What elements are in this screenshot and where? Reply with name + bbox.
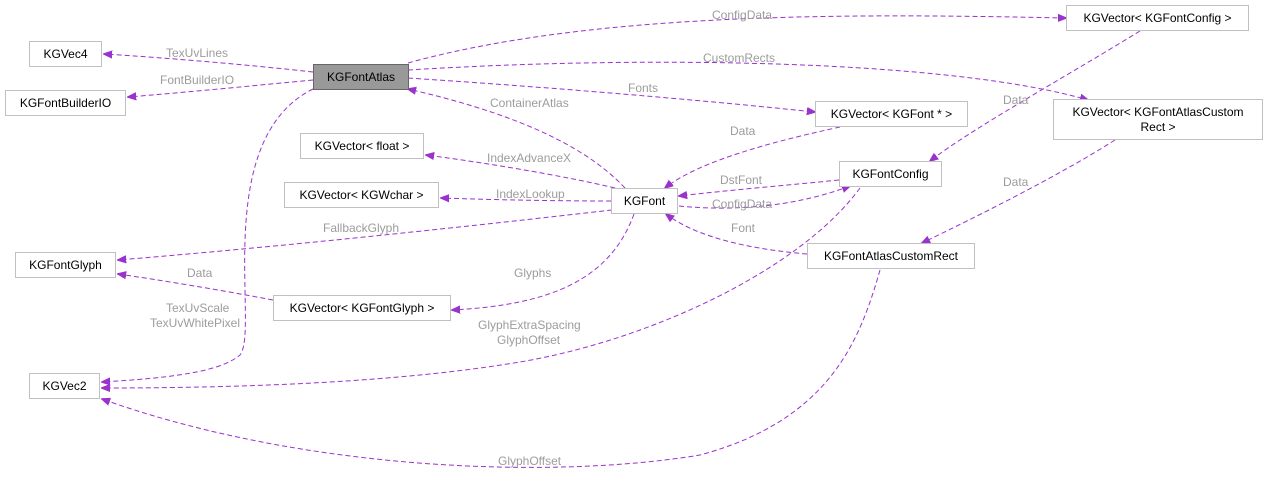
edge-label-dst-font: DstFont: [720, 173, 763, 187]
edge-label-data-rects-vector: Data: [1003, 175, 1029, 189]
edge-custom-rects: [407, 61, 1088, 100]
edge-tex-uv-lines: [104, 54, 314, 73]
edge-fallback-glyph: [118, 209, 613, 260]
edge-label-custom-rects: CustomRects: [703, 51, 775, 65]
node-kgfontatlas[interactable]: KGFontAtlas: [313, 64, 409, 90]
edge-label-glyph-offset-config: GlyphOffset: [497, 333, 561, 347]
edge-glyph-extra-spacing: [102, 187, 861, 388]
edge-data-glyph-vector: [118, 274, 274, 301]
node-kgvector-kgfontconfig[interactable]: KGVector< KGFontConfig >: [1066, 5, 1249, 31]
node-kgfontatlascustomrect[interactable]: KGFontAtlasCustomRect: [807, 243, 975, 269]
node-kgvector-kgfont-ptr[interactable]: KGVector< KGFont * >: [815, 101, 968, 127]
edge-label-glyphs: Glyphs: [514, 266, 551, 280]
edge-data-config-vector: [930, 30, 1141, 161]
node-kgvector-kgfontatlascustomrect[interactable]: KGVector< KGFontAtlasCustom Rect >: [1053, 99, 1263, 140]
edge-label-container-atlas: ContainerAtlas: [490, 96, 569, 110]
edge-config-data-top: [407, 16, 1066, 64]
edge-label-glyph-offset-rect: GlyphOffset: [498, 454, 562, 468]
edge-label-glyph-extra-spacing: GlyphExtraSpacing: [478, 318, 581, 332]
edge-label-data-glyph-vector: Data: [187, 266, 213, 280]
node-kgfontglyph[interactable]: KGFontGlyph: [15, 252, 116, 278]
edge-label-tex-uv-lines: TexUvLines: [166, 46, 228, 60]
edge-data-rects-vector: [922, 139, 1116, 243]
node-kgvector-kgfontglyph[interactable]: KGVector< KGFontGlyph >: [273, 295, 451, 321]
node-kgfont[interactable]: KGFont: [611, 188, 678, 214]
edge-label-font: Font: [731, 221, 756, 235]
edge-label-tex-uv-scale: TexUvScale: [166, 301, 230, 315]
edge-font: [666, 214, 808, 255]
edge-label-fallback-glyph: FallbackGlyph: [323, 221, 399, 235]
edge-glyphs: [452, 213, 635, 310]
edge-label-index-advance-x: IndexAdvanceX: [487, 151, 571, 165]
node-kgvec2[interactable]: KGVec2: [29, 373, 100, 399]
edge-data-fonts-vector: [665, 126, 841, 188]
edge-label-config-data: ConfigData: [712, 197, 772, 211]
edge-label-fonts: Fonts: [628, 81, 658, 95]
edge-container-atlas: [408, 89, 626, 189]
edge-fonts: [407, 77, 815, 112]
edge-label-tex-uv-white-pixel: TexUvWhitePixel: [150, 316, 240, 330]
edge-config-data: [678, 186, 850, 209]
node-kgfontconfig[interactable]: KGFontConfig: [839, 161, 942, 187]
edge-glyph-offset-rect: [102, 269, 881, 468]
node-kgvector-kgwchar[interactable]: KGVector< KGWchar >: [284, 182, 439, 208]
edge-label-data-config-vector: Data: [1003, 93, 1029, 107]
edge-label-index-lookup: IndexLookup: [496, 187, 565, 201]
edge-index-advance-x: [426, 155, 616, 189]
edge-label-font-builder-io: FontBuilderIO: [160, 73, 234, 87]
edge-dst-font: [679, 179, 840, 196]
edge-index-lookup: [441, 198, 612, 201]
node-kgvector-float[interactable]: KGVector< float >: [300, 133, 424, 159]
node-kgfontbuilderio[interactable]: KGFontBuilderIO: [5, 90, 126, 116]
node-kgvec4[interactable]: KGVec4: [29, 41, 102, 67]
edge-label-config-data-top: ConfigData: [712, 8, 772, 22]
edge-font-builder-io: [128, 79, 314, 97]
edge-tex-uv-scale: [102, 88, 314, 382]
edge-label-data-fonts-vector: Data: [730, 124, 756, 138]
